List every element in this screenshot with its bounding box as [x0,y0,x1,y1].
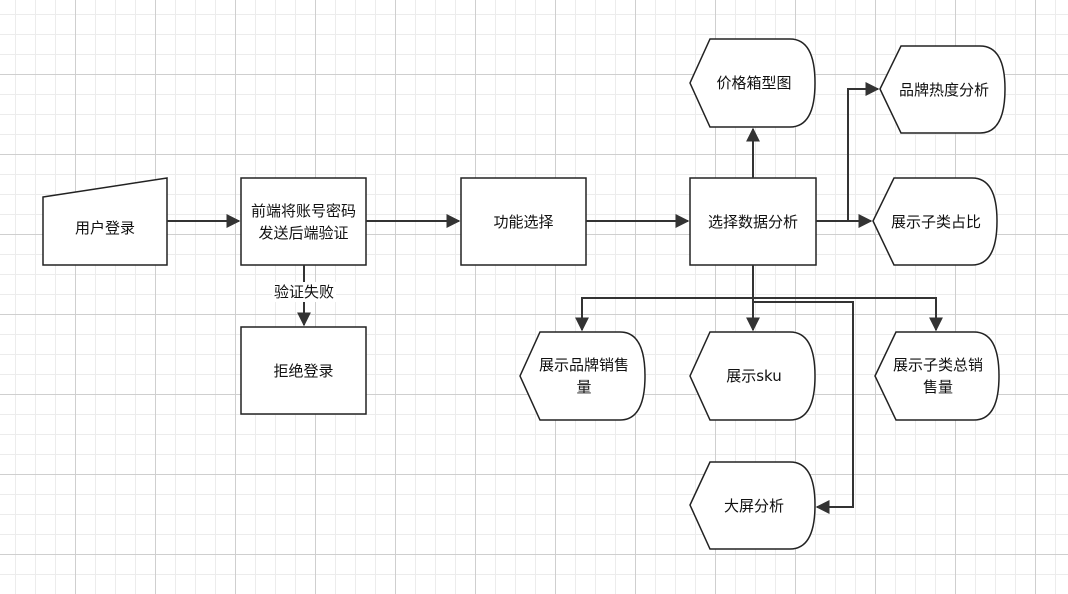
select-analysis-label: 选择数据分析 [707,212,798,231]
big-screen-shape[interactable] [689,461,816,550]
reject-login-label: 拒绝登录 [273,361,334,380]
price-boxplot-shape[interactable] [689,38,816,128]
reject-login-shape[interactable] [240,326,367,415]
user-login-shape[interactable] [42,177,168,266]
subcat-sales-shape[interactable] [874,331,1000,421]
brand-sales-label: 展示品牌销售量 [538,356,629,396]
show-sku-label: 展示sku [726,367,782,385]
subcat-sales-label: 展示子类总销售量 [892,356,983,396]
frontend-send-shape[interactable] [240,177,367,266]
edge-analysis-to-big-screen [752,298,854,514]
brand-sales-shape[interactable] [519,331,646,421]
price-boxplot-label: 价格箱型图 [716,74,792,92]
show-sku-shape[interactable] [689,331,816,421]
edge-analysis-to-brand-sales [575,265,754,332]
subcat-ratio-shape[interactable] [872,177,998,266]
function-select-shape[interactable] [460,177,587,266]
frontend-send-label: 前端将账号密码发送后端验证 [250,201,356,242]
select-analysis-shape[interactable] [689,177,817,266]
edge-analysis-to-brand-heat [816,82,880,222]
verify-fail-label: 验证失败 [272,282,337,302]
brand-heat-shape[interactable] [879,45,1006,134]
big-screen-label: 大屏分析 [723,496,784,515]
user-login-label: 用户登录 [74,218,135,237]
subcat-ratio-label: 展示子类占比 [890,212,981,231]
function-select-label: 功能选择 [493,212,554,231]
edge-analysis-to-subcat-sales [753,297,943,332]
brand-heat-label: 品牌热度分析 [898,80,989,99]
